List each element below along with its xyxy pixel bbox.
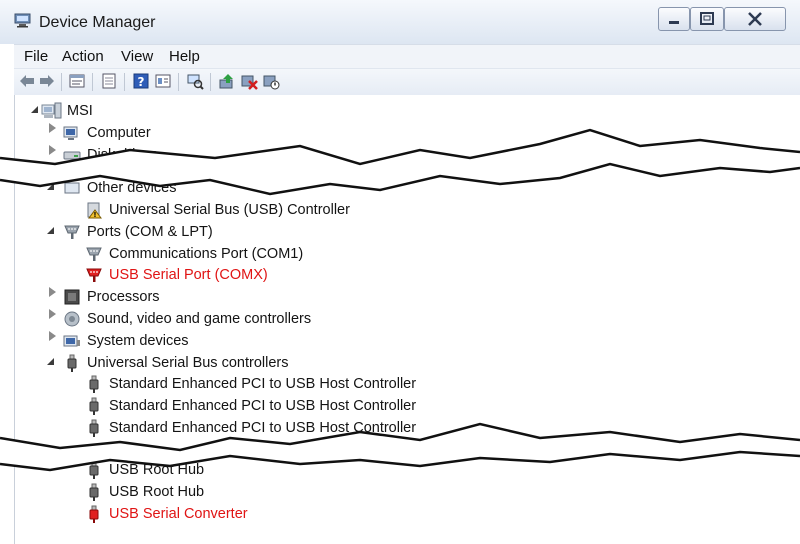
details-icon[interactable] xyxy=(154,72,172,90)
tree-item-label: Communications Port (COM1) xyxy=(109,246,304,262)
disable-icon[interactable] xyxy=(262,72,280,90)
tree-item-label: Computer xyxy=(87,125,151,141)
maximize-button[interactable] xyxy=(690,7,724,31)
uninstall-icon[interactable] xyxy=(240,72,258,90)
tree-item-label: Disk drives xyxy=(87,147,158,163)
tree-item-label: System devices xyxy=(87,333,189,349)
tree-item-label: Other devices xyxy=(87,180,177,196)
toolbar: ? xyxy=(14,68,800,96)
usb-icon xyxy=(67,354,77,372)
tree-item-label: USB Serial Converter xyxy=(109,506,248,522)
computer-root-icon xyxy=(41,102,62,119)
close-button[interactable] xyxy=(724,7,786,31)
warning-device-icon: ! xyxy=(87,202,102,219)
tree-item-label: Sound, video and game controllers xyxy=(87,311,312,327)
collapse-arrow-icon[interactable] xyxy=(31,106,38,113)
title-bar[interactable]: Device Manager xyxy=(0,0,800,44)
menu-view[interactable]: View xyxy=(121,48,154,65)
usb-icon xyxy=(89,483,99,501)
svg-text:?: ? xyxy=(138,75,145,89)
usb-icon xyxy=(89,397,99,415)
port-icon xyxy=(64,225,80,239)
usb-icon xyxy=(89,375,99,393)
show-hide-icon[interactable] xyxy=(100,72,118,90)
minimize-button[interactable] xyxy=(658,7,690,31)
port-icon-red xyxy=(86,268,102,282)
tree-item-label: Standard Enhanced PCI to USB Host Contro… xyxy=(109,376,417,392)
window-title: Device Manager xyxy=(39,14,156,31)
tree-item-label: Standard Enhanced PCI to USB Host Contro… xyxy=(109,420,417,436)
processor-icon xyxy=(64,289,80,305)
svg-text:!: ! xyxy=(93,211,96,219)
computer-icon xyxy=(63,126,78,140)
usb-icon xyxy=(89,461,99,479)
tree-item-label: USB Root Hub xyxy=(109,484,205,500)
collapse-arrow-icon[interactable] xyxy=(47,358,54,365)
collapse-arrow-icon[interactable] xyxy=(47,183,54,190)
scan-hardware-icon[interactable] xyxy=(186,72,204,90)
restore-icon xyxy=(700,12,714,25)
menu-file[interactable]: File xyxy=(24,48,49,65)
tree-item-label: Ports (COM & LPT) xyxy=(87,224,213,240)
menu-bar: File Action View Help xyxy=(14,44,800,69)
tree-item-label: USB Serial Port (COMX) xyxy=(109,267,268,283)
tree-item-label: Processors xyxy=(87,289,160,305)
device-manager-icon xyxy=(14,13,31,28)
tree-item-label: Universal Serial Bus controllers xyxy=(87,355,289,371)
tree-item-label: USB Root Hub xyxy=(109,462,205,478)
forward-arrow-icon[interactable] xyxy=(38,72,56,90)
back-arrow-icon[interactable] xyxy=(18,72,36,90)
system-devices-icon xyxy=(63,335,80,347)
update-driver-icon[interactable] xyxy=(218,72,236,90)
disk-drive-icon xyxy=(63,151,81,160)
close-icon xyxy=(748,12,762,26)
usb-icon-red xyxy=(89,505,99,523)
tree-item-label: Universal Serial Bus (USB) Controller xyxy=(109,202,350,218)
menu-help[interactable]: Help xyxy=(169,48,200,65)
other-devices-icon xyxy=(64,182,80,194)
sound-icon xyxy=(64,311,80,327)
minimize-icon xyxy=(669,21,679,24)
tree-item-label: Standard Enhanced PCI to USB Host Contro… xyxy=(109,398,417,414)
properties-icon[interactable] xyxy=(68,72,86,90)
usb-icon xyxy=(89,419,99,437)
collapse-arrow-icon[interactable] xyxy=(47,227,54,234)
help-icon[interactable]: ? xyxy=(132,72,150,90)
port-icon xyxy=(86,247,102,261)
menu-action[interactable]: Action xyxy=(62,48,104,65)
tree-root-label: MSI xyxy=(67,103,93,119)
